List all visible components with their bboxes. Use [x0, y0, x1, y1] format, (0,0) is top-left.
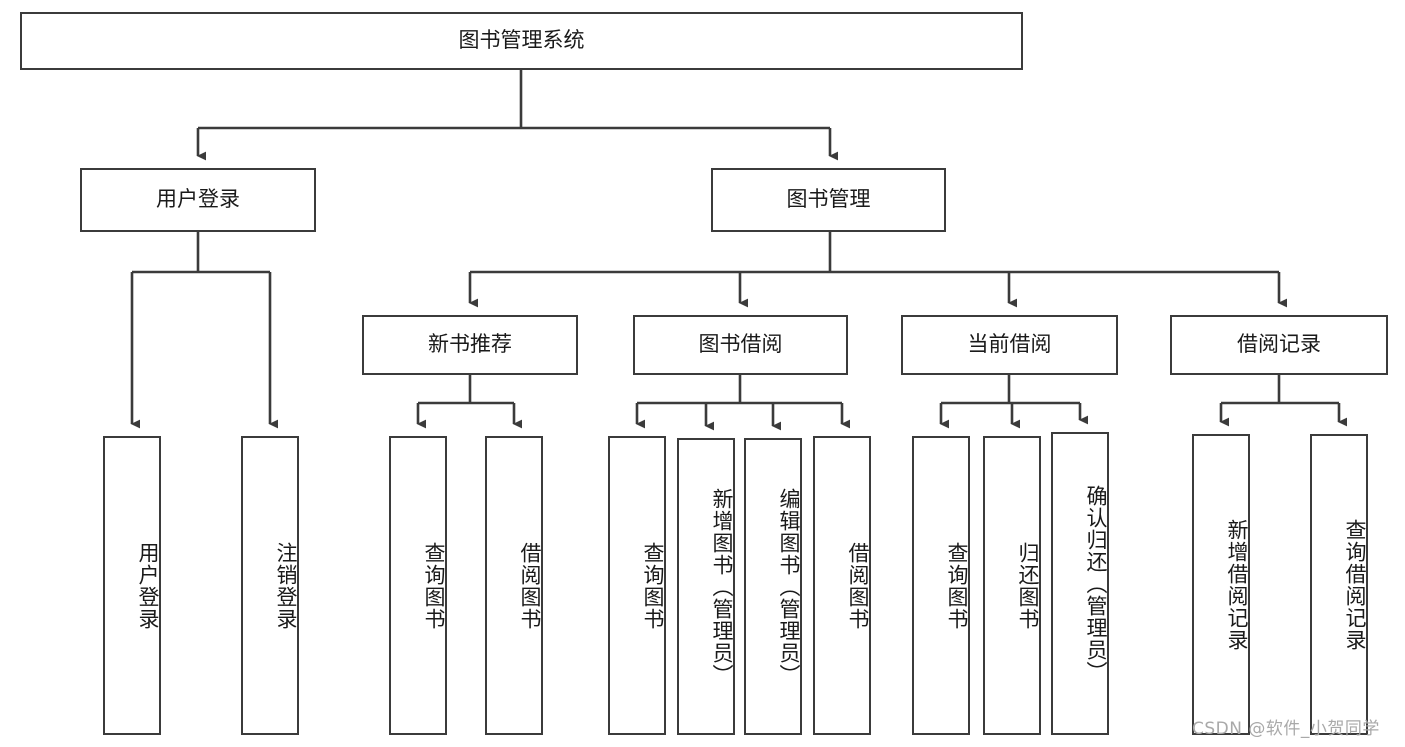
node-label: 查询图书	[945, 541, 969, 630]
leaf-user-logout[interactable]: 注销登录	[241, 436, 299, 735]
node-book-borrow[interactable]: 图书借阅	[633, 315, 848, 375]
node-label: 编辑图书（管理员）	[777, 487, 801, 686]
leaf-user-login[interactable]: 用户登录	[103, 436, 161, 735]
leaf-borrow-book-recommend[interactable]: 借阅图书	[485, 436, 543, 735]
node-user-login[interactable]: 用户登录	[80, 168, 316, 232]
node-label: 新增借阅记录	[1225, 518, 1249, 651]
node-label: 图书借阅	[698, 332, 783, 357]
leaf-confirm-return-admin[interactable]: 确认归还（管理员）	[1051, 432, 1109, 735]
node-label: 图书管理系统	[458, 28, 585, 53]
node-label: 借阅图书	[518, 541, 542, 630]
node-label: 归还图书	[1016, 541, 1040, 630]
node-label: 新增图书（管理员）	[710, 487, 734, 686]
node-root[interactable]: 图书管理系统	[20, 12, 1023, 70]
node-label: 查询借阅记录	[1343, 518, 1367, 651]
leaf-edit-book-admin[interactable]: 编辑图书（管理员）	[744, 438, 802, 735]
leaf-return-book[interactable]: 归还图书	[983, 436, 1041, 735]
node-label: 当前借阅	[967, 332, 1052, 357]
node-label: 新书推荐	[428, 332, 512, 357]
leaf-query-book-recommend[interactable]: 查询图书	[389, 436, 447, 735]
node-label: 借阅图书	[846, 541, 870, 630]
leaf-query-book-borrow[interactable]: 查询图书	[608, 436, 666, 735]
leaf-add-borrow-record[interactable]: 新增借阅记录	[1192, 434, 1250, 735]
node-label: 查询图书	[422, 541, 446, 630]
node-current-borrow[interactable]: 当前借阅	[901, 315, 1118, 375]
node-borrow-records[interactable]: 借阅记录	[1170, 315, 1388, 375]
node-label: 查询图书	[641, 541, 665, 630]
leaf-lend-book[interactable]: 借阅图书	[813, 436, 871, 735]
node-label: 用户登录	[136, 541, 160, 630]
node-label: 借阅记录	[1237, 332, 1321, 357]
node-label: 图书管理	[786, 187, 871, 212]
node-new-book-recommend[interactable]: 新书推荐	[362, 315, 578, 375]
watermark: CSDN @软件_小贺同学	[1192, 719, 1380, 739]
node-book-management[interactable]: 图书管理	[711, 168, 946, 232]
leaf-add-book-admin[interactable]: 新增图书（管理员）	[677, 438, 735, 735]
leaf-query-book-current[interactable]: 查询图书	[912, 436, 970, 735]
node-label: 确认归还（管理员）	[1084, 484, 1108, 683]
node-label: 用户登录	[156, 187, 240, 212]
node-label: 注销登录	[274, 541, 298, 630]
leaf-query-borrow-record[interactable]: 查询借阅记录	[1310, 434, 1368, 735]
